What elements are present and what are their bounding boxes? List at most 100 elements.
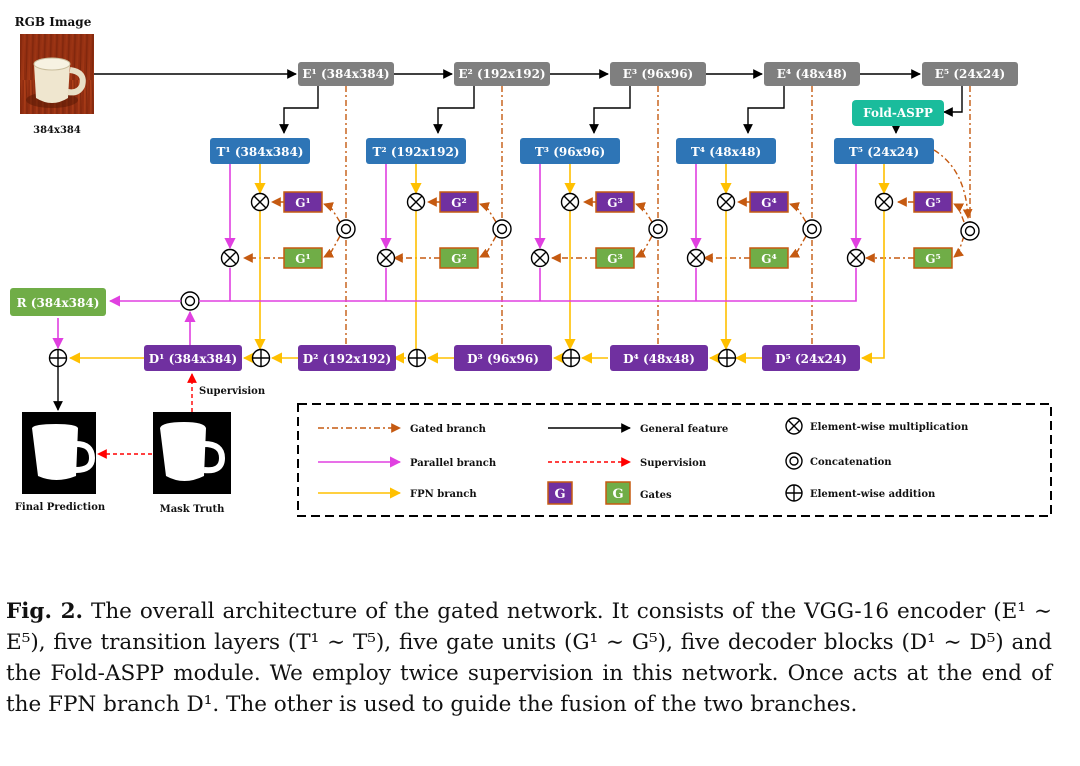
multiply-node-bottom-5 (846, 248, 866, 268)
mask-truth-label: Mask Truth (160, 504, 225, 515)
gate-green-label-3: G³ (607, 252, 623, 266)
multiply-node-top-1 (250, 192, 270, 212)
encoder-block-5 (922, 62, 1018, 86)
gate-units: G¹ G¹ G² G² G³ G³ G⁴ G⁴ G⁵ G⁵ (283, 191, 953, 269)
parallel-branch-lines (52, 164, 862, 350)
legend-gate-green (605, 481, 631, 505)
decoder-label-1: D¹ (384x384) (149, 352, 237, 366)
decoder-block-5 (762, 345, 860, 371)
transition-label-2: T² (192x192) (373, 145, 460, 159)
concat-node-5 (960, 221, 980, 241)
decoder-block-1 (144, 345, 242, 371)
fold-aspp-block (852, 100, 944, 126)
transition-block-1 (210, 138, 310, 164)
gate-purple-label-2: G² (451, 196, 467, 210)
concat-node-1 (336, 219, 356, 239)
decoder-row: D¹ (384x384) D² (192x192) D³ (96x96) D⁴ … (144, 345, 860, 371)
multiply-node-bottom-1 (220, 248, 240, 268)
gate-purple-label-1: G¹ (295, 196, 311, 210)
encoder-label-1: E¹ (384x384) (302, 67, 389, 81)
encoder-label-2: E² (192x192) (458, 67, 545, 81)
final-prediction-image (22, 412, 96, 494)
multiply-node-top-5 (874, 192, 894, 212)
legend-box (297, 403, 1052, 517)
final-prediction-label: Final Prediction (15, 502, 106, 513)
caption-fig-label: Fig. 2. (6, 599, 84, 624)
figure-caption: Fig. 2. The overall architecture of the … (6, 596, 1052, 720)
encoder-label-3: E³ (96x96) (623, 67, 694, 81)
multiply-node-top-3 (560, 192, 580, 212)
multiply-node-bottom-3 (530, 248, 550, 268)
transition-label-5: T⁵ (24x24) (849, 145, 919, 159)
rgb-image-title: RGB Image (15, 15, 92, 29)
transition-row: T¹ (384x384) T² (192x192) T³ (96x96) T⁴ … (210, 138, 934, 164)
r-block (10, 288, 106, 316)
transition-label-4: T⁴ (48x48) (691, 145, 761, 159)
architecture-diagram: RGB Image 384x384 E¹ (384x384) E² (192x1… (10, 15, 1052, 517)
decoder-block-3 (454, 345, 552, 371)
add-node-4 (717, 348, 737, 368)
decoder-label-3: D³ (96x96) (467, 352, 539, 366)
multiply-node-bottom-2 (376, 248, 396, 268)
legend-gated-label: Gated branch (410, 424, 487, 435)
decoder-block-4 (610, 345, 708, 371)
gate-purple-label-4: G⁴ (761, 196, 777, 210)
add-node-2 (407, 348, 427, 368)
gate-green-label-4: G⁴ (761, 252, 777, 266)
legend-gates-label: Gates (640, 490, 672, 501)
add-node-3 (561, 348, 581, 368)
rgb-image-size: 384x384 (33, 125, 81, 136)
transition-label-3: T³ (96x96) (535, 145, 605, 159)
gate-green-label-1: G¹ (295, 252, 311, 266)
decoder-label-4: D⁴ (48x48) (623, 352, 695, 366)
decoder-label-5: D⁵ (24x24) (775, 352, 847, 366)
decoder-block-2 (298, 345, 396, 371)
encoder-label-5: E⁵ (24x24) (935, 67, 1006, 81)
fpn-branch-lines (68, 164, 890, 364)
legend-gate-purple-letter: G (554, 487, 565, 502)
legend-parallel-label: Parallel branch (410, 458, 497, 469)
encoder-block-4 (764, 62, 860, 86)
gate-purple-label-3: G³ (607, 196, 623, 210)
transition-block-3 (520, 138, 620, 164)
caption-text: The overall architecture of the gated ne… (6, 599, 1052, 717)
transition-label-1: T¹ (384x384) (217, 145, 304, 159)
concat-node-4 (802, 219, 822, 239)
encoder-row: E¹ (384x384) E² (192x192) E³ (96x96) E⁴ … (298, 62, 1018, 86)
legend-concat-icon (785, 452, 803, 470)
transition-block-5 (834, 138, 934, 164)
encoder-arrows (279, 69, 963, 134)
supervision-label: Supervision (199, 386, 266, 397)
multiply-node-top-2 (406, 192, 426, 212)
legend-multiply-icon (785, 417, 803, 435)
legend-gate-purple (547, 481, 573, 505)
legend-add-label: Element-wise addition (810, 489, 936, 500)
multiply-node-top-4 (716, 192, 736, 212)
add-node-final (48, 348, 68, 368)
concat-node-2 (492, 219, 512, 239)
encoder-block-2 (454, 62, 550, 86)
encoder-label-4: E⁴ (48x48) (777, 67, 848, 81)
legend-general-label: General feature (640, 424, 728, 435)
legend-concat-label: Concatenation (810, 457, 892, 468)
concat-node-3 (648, 219, 668, 239)
add-node-1 (251, 348, 271, 368)
encoder-block-1 (298, 62, 394, 86)
mask-truth-image (153, 412, 231, 494)
transition-block-4 (676, 138, 776, 164)
rgb-image-photo (20, 34, 94, 114)
legend-add-icon (785, 484, 803, 502)
legend-mult-label: Element-wise multiplication (810, 422, 969, 433)
concat-nodes (180, 219, 980, 311)
add-nodes (48, 348, 737, 368)
fold-aspp-label: Fold-ASPP (863, 106, 933, 120)
transition-block-2 (366, 138, 466, 164)
concat-node-final (180, 291, 200, 311)
gate-green-label-5: G⁵ (925, 252, 941, 266)
legend-supervision-label: Supervision (640, 458, 707, 469)
multiply-nodes (220, 192, 894, 268)
r-block-label: R (384x384) (17, 296, 100, 310)
legend: Gated branch General feature Element-wis… (318, 417, 969, 505)
gate-green-label-2: G² (451, 252, 467, 266)
encoder-block-3 (610, 62, 706, 86)
